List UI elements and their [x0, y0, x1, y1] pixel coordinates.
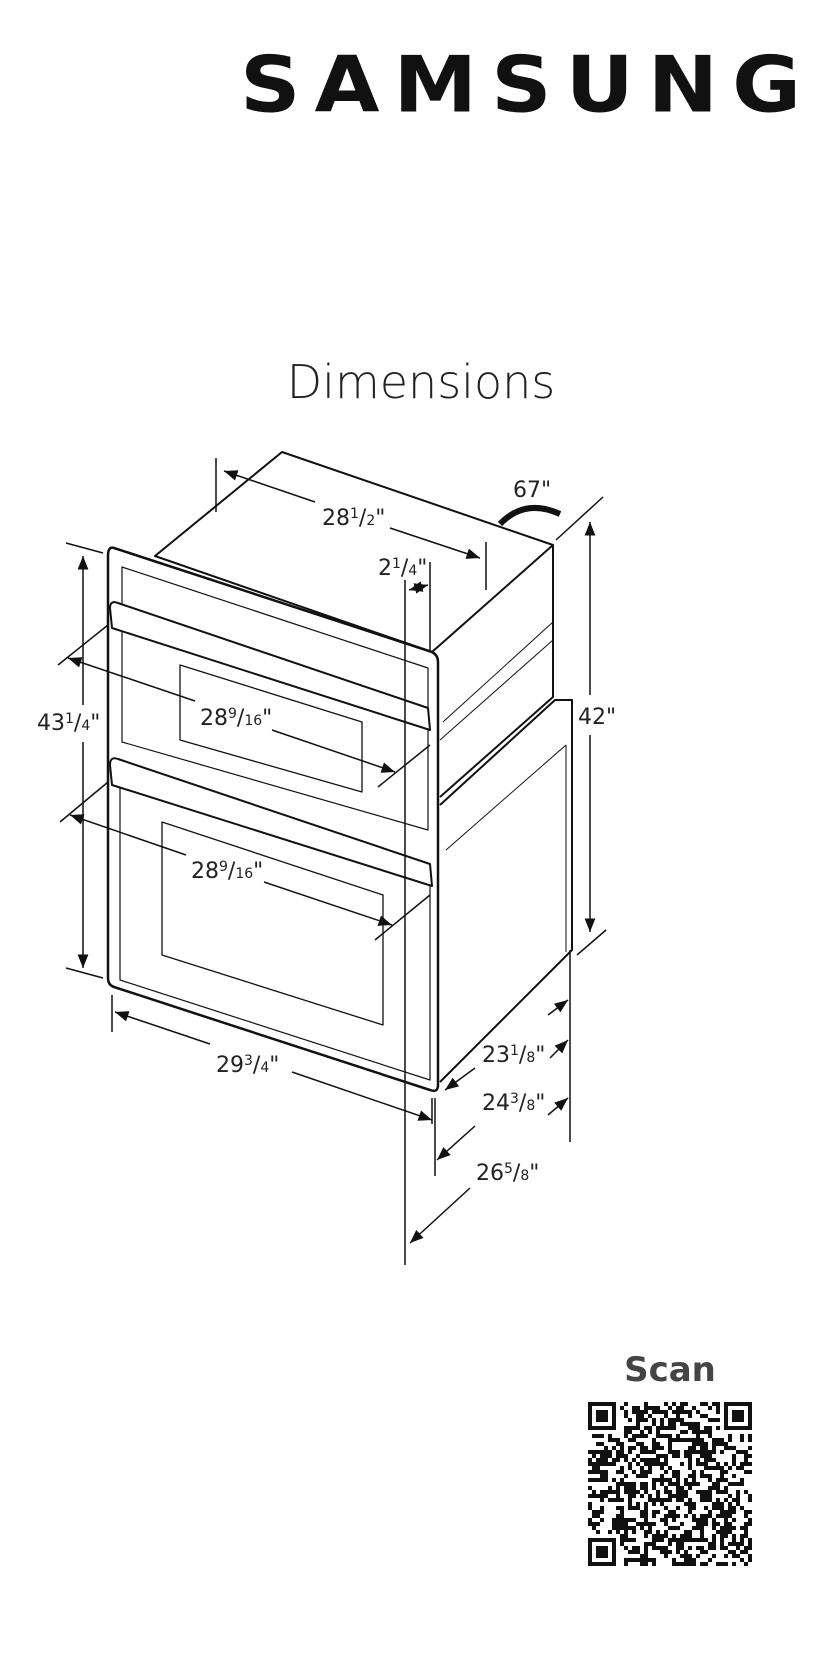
lower-box: [439, 699, 573, 1083]
dim-door-angle: 67": [513, 478, 551, 503]
scan-label: Scan: [624, 1350, 716, 1390]
upper-window: [179, 664, 363, 793]
dim-upper-door-width: 289/16": [200, 706, 272, 731]
upper-door: [121, 566, 429, 831]
page-title: Dimensions: [286, 355, 556, 409]
dim-handle-depth: 21/4": [378, 556, 427, 581]
dim-overall-width: 293/4": [216, 1053, 279, 1078]
dim-overall-height: 431/4": [37, 711, 100, 736]
qr-code[interactable]: [588, 1402, 752, 1662]
samsung-logo: SAMSUNG: [240, 39, 816, 131]
lower-handle: [109, 757, 433, 887]
dim-depth-with-handle: 265/8": [476, 1161, 539, 1186]
dim-top-depth: 281/2": [322, 506, 385, 531]
dim-lower-door-width: 289/16": [191, 859, 263, 884]
dim-depth-body: 231/8": [482, 1043, 545, 1068]
upper-handle: [109, 601, 431, 731]
lower-window: [161, 821, 384, 1026]
door-swing-arc: [497, 505, 562, 527]
qr-modules: [588, 1402, 752, 1566]
dim-cutout-height: 42": [578, 705, 616, 730]
upper-side: [439, 545, 554, 798]
dim-depth-with-door: 243/8": [482, 1091, 545, 1116]
